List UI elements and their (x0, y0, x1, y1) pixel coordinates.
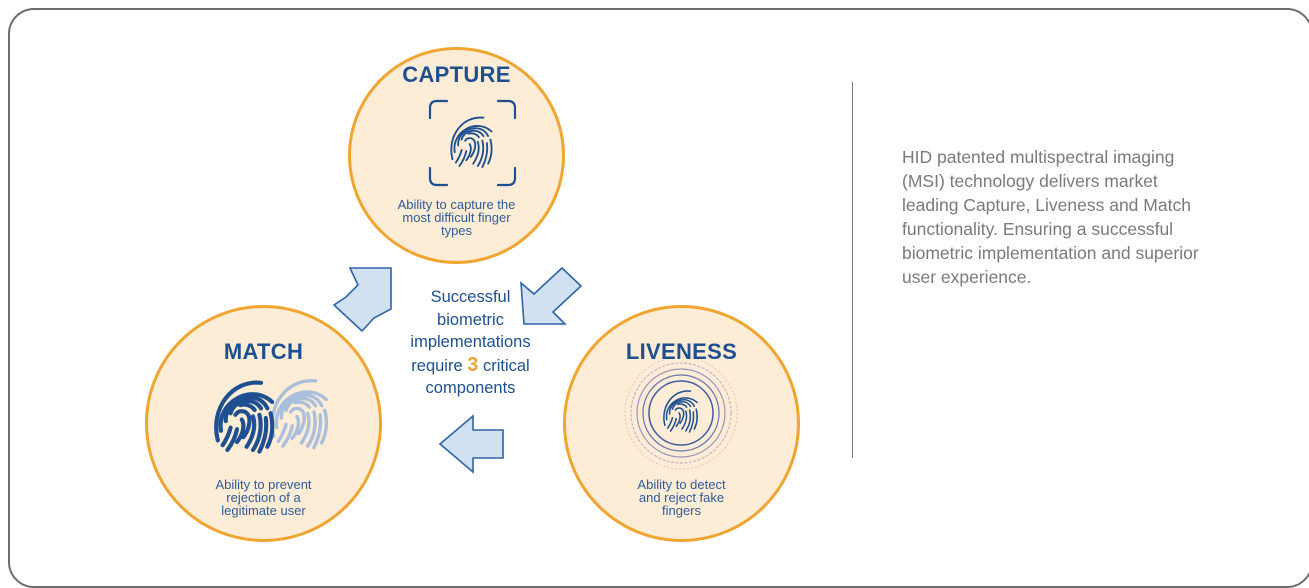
capture-title: CAPTURE (402, 62, 511, 87)
vertical-divider (852, 82, 853, 458)
center-line-4-post: critical (478, 356, 530, 375)
block-arrow-icon (332, 266, 583, 474)
msi-description: HID patented multispectral imaging (MSI)… (902, 147, 1199, 287)
match-circle (145, 305, 382, 542)
center-line-4: require 3 critical (378, 354, 563, 378)
liveness-desc-line-1: Ability to detect (637, 477, 726, 492)
fingerprint-wave-rings-icon (624, 356, 738, 470)
center-statement: Successful biometric implementations req… (378, 286, 563, 400)
liveness-circle (563, 305, 800, 542)
capture-description: Ability to capture the most difficult fi… (348, 198, 565, 237)
match-desc-line-2: rejection of a (226, 490, 301, 505)
fingerprint-scan-frame-icon (428, 99, 517, 187)
match-desc-line-1: Ability to prevent (215, 477, 312, 492)
liveness-desc-line-2: and reject fake (638, 490, 725, 505)
center-line-2: biometric (437, 310, 504, 329)
center-line-4-pre: require (411, 356, 468, 375)
capture-desc-line-3: types (440, 223, 473, 238)
capture-desc-line-1: Ability to capture the (397, 197, 516, 212)
arrow-liveness-to-match (438, 414, 504, 474)
center-line-5: components (425, 379, 516, 397)
liveness-title: LIVENESS (625, 339, 738, 364)
arrow-capture-to-liveness (520, 266, 583, 325)
match-desc-line-3: legitimate user (221, 503, 306, 518)
two-fingerprints-match-icon (216, 378, 329, 452)
liveness-description: Ability to detect and reject fake finger… (563, 478, 800, 517)
diagram-graphics (0, 99, 738, 474)
capture-desc-line-2: most difficult finger (402, 210, 511, 225)
match-description: Ability to prevent rejection of a legiti… (145, 478, 382, 517)
center-line-1: Successful (430, 288, 511, 306)
arrow-match-to-capture (332, 267, 392, 333)
match-title: MATCH (223, 339, 304, 364)
component-count: 3 (467, 353, 479, 376)
center-line-3: implementations (410, 333, 531, 351)
liveness-desc-line-3: fingers (661, 503, 702, 518)
capture-circle (348, 47, 565, 264)
